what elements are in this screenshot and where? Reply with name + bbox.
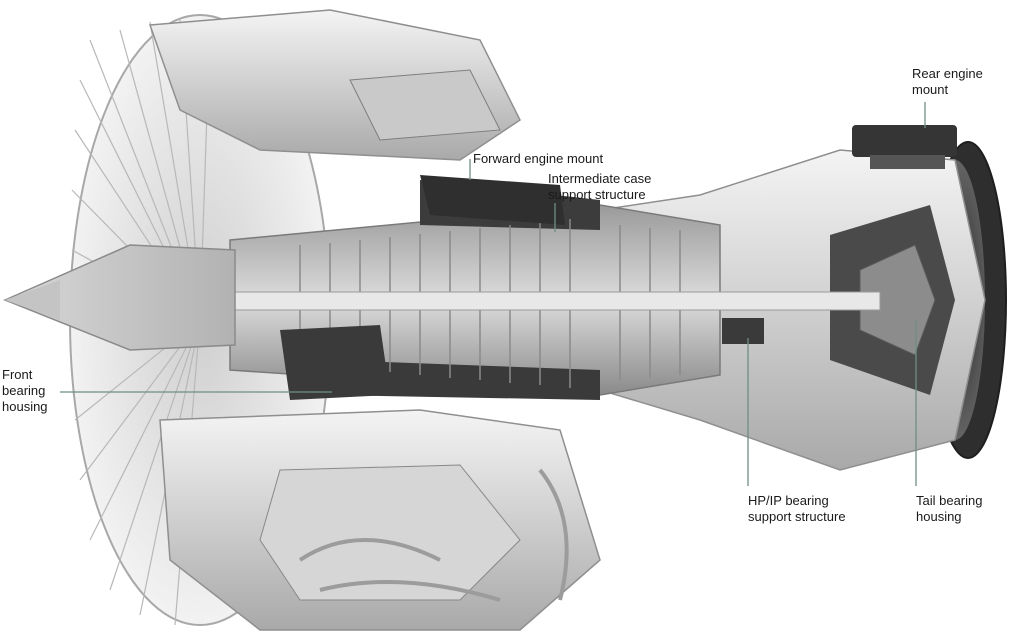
- label-intermediate-case-line1: Intermediate case: [548, 171, 652, 186]
- label-rear-engine-mount-line2: mount: [912, 82, 949, 97]
- label-forward-engine-mount: Forward engine mount: [473, 151, 603, 167]
- label-hp-ip-bearing-line2: support structure: [748, 509, 846, 524]
- rear-mount-block: [852, 125, 957, 157]
- front-bearing-area: [280, 325, 390, 400]
- label-hp-ip-bearing-line1: HP/IP bearing: [748, 493, 829, 508]
- upper-gearbox: [349, 69, 501, 141]
- spinner-cone: [3, 244, 236, 351]
- label-front-bearing-line3: housing: [2, 399, 48, 414]
- forward-mount-block: [420, 175, 565, 225]
- accessory-gearbox: [259, 464, 521, 601]
- leader-lines: [60, 102, 926, 486]
- label-intermediate-case: Intermediate case support structure: [548, 171, 651, 203]
- accessory-pipes: [298, 468, 569, 602]
- label-rear-engine-mount: Rear engine mount: [912, 66, 983, 98]
- spinner-cap: [5, 280, 60, 320]
- label-tail-bearing-housing: Tail bearing housing: [916, 493, 983, 525]
- main-shaft: [199, 291, 881, 311]
- rear-mount-link: [870, 155, 945, 169]
- label-front-bearing-line2: bearing: [2, 383, 46, 398]
- label-forward-engine-mount-line1: Forward engine mount: [473, 151, 604, 166]
- label-front-bearing-line1: Front: [2, 367, 33, 382]
- label-front-bearing-housing: Front bearing housing: [2, 367, 48, 415]
- label-tail-bearing-line1: Tail bearing: [916, 493, 983, 508]
- label-intermediate-case-line2: support structure: [548, 187, 646, 202]
- hp-ip-bearing-block: [722, 318, 764, 344]
- label-hp-ip-bearing-support: HP/IP bearing support structure: [748, 493, 846, 525]
- label-rear-engine-mount-line1: Rear engine: [912, 66, 983, 81]
- label-tail-bearing-line2: housing: [916, 509, 962, 524]
- combustor-dark-section: [330, 360, 600, 400]
